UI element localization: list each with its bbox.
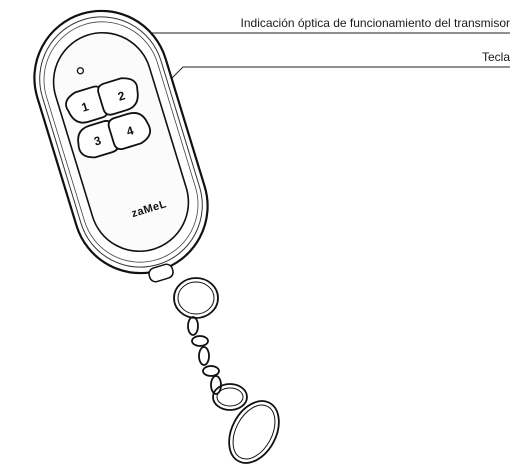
upper-ring-inner	[177, 281, 215, 315]
button-2-label: 2	[116, 88, 127, 103]
remote-side-stripe-inner	[43, 21, 199, 263]
chain-link	[202, 365, 220, 377]
button-4[interactable]: 4	[107, 109, 153, 151]
button-4-shape	[107, 112, 152, 151]
chain-link	[187, 316, 199, 336]
key-ring-loop	[148, 263, 174, 283]
button-2-shape	[97, 77, 139, 116]
chain-link	[191, 335, 209, 347]
upper-ring	[173, 277, 219, 319]
button-cluster: 1 2 3 4	[65, 75, 153, 159]
button-2[interactable]: 2	[96, 75, 142, 117]
big-key-ring	[228, 400, 280, 464]
led-indicator-callout-label: Indicación óptica de funcionamiento del …	[240, 16, 510, 30]
led-indicator	[76, 67, 85, 75]
button-4-label: 4	[125, 123, 136, 138]
lower-ring	[212, 383, 248, 411]
key-callout-label: Tecla	[481, 50, 510, 64]
chain-link	[198, 346, 210, 366]
key-chain	[173, 277, 280, 464]
lower-ring-inner	[216, 387, 244, 407]
key-callout-line	[142, 66, 510, 108]
button-3-label: 3	[92, 133, 103, 148]
button-1-label: 1	[80, 99, 91, 114]
big-key-ring-inner	[232, 404, 276, 460]
remote-side-stripe	[39, 16, 203, 268]
